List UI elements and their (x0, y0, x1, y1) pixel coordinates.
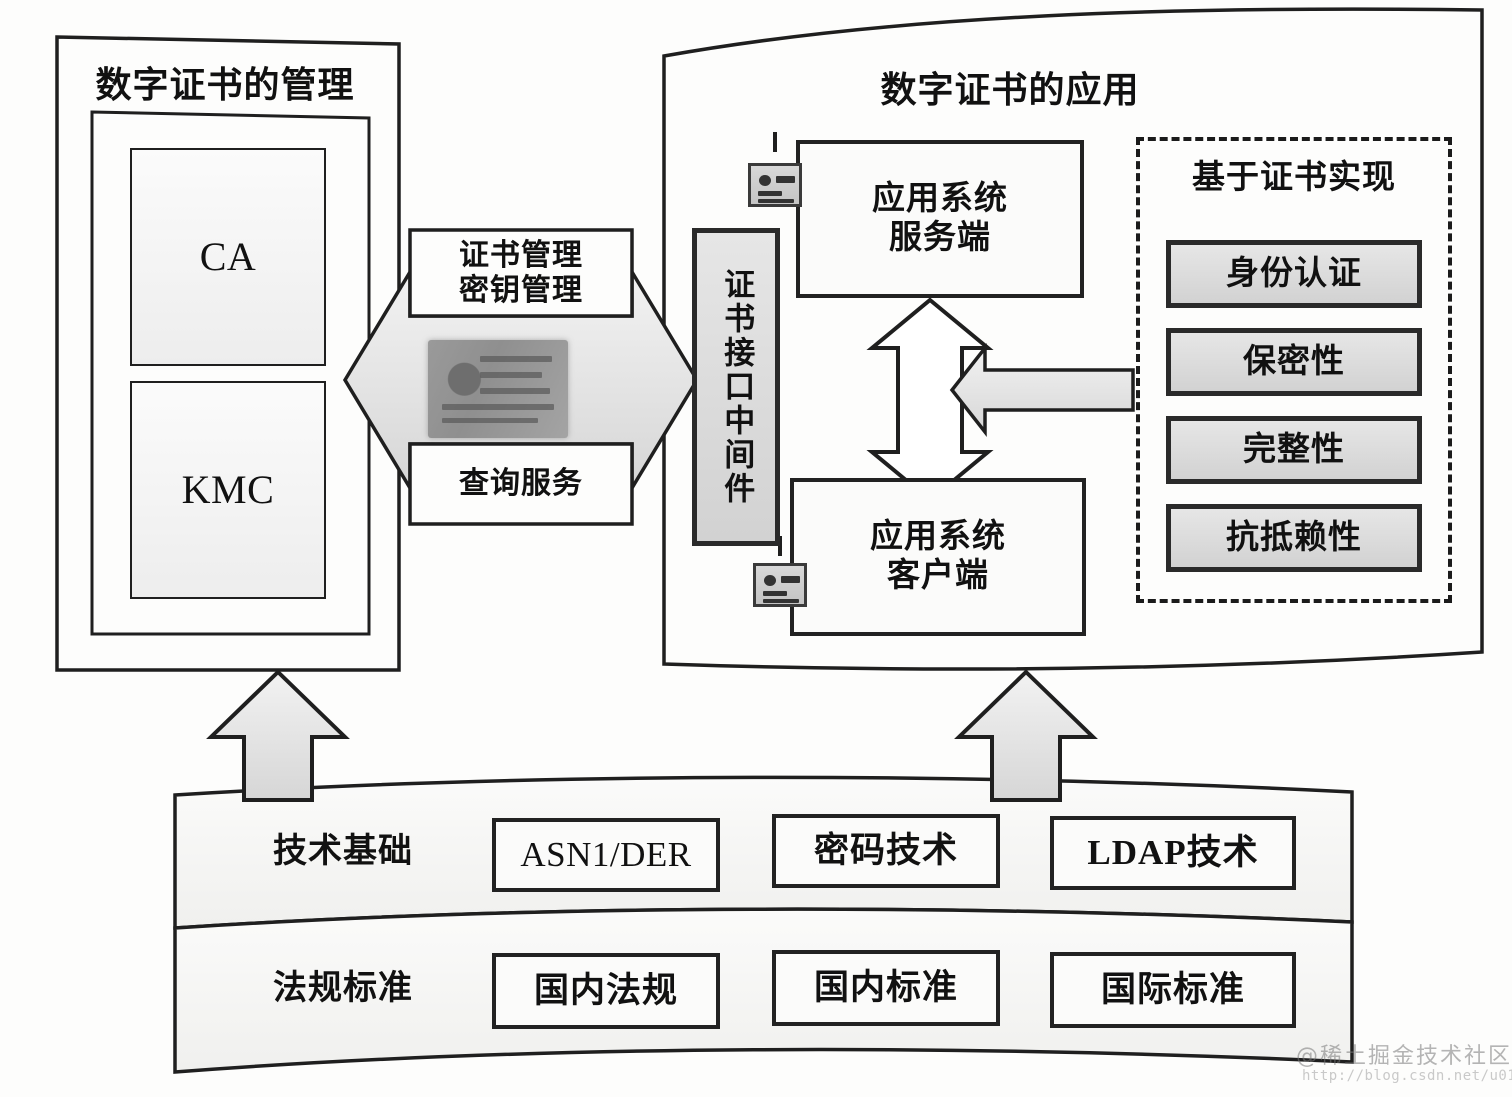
server-certificate-icon (748, 163, 802, 207)
application-client-box: 应用系统 客户端 (790, 478, 1086, 636)
foundation-row-1-item-1: 国内标准 (772, 950, 1000, 1026)
id-certificate-photo (428, 340, 568, 438)
foundation-row-0-item-0-label: ASN1/DER (520, 835, 692, 875)
foundation-row-0-item-0: ASN1/DER (492, 818, 720, 892)
application-client-label: 应用系统 客户端 (870, 519, 1006, 594)
foundation-row-1-item-0-label: 国内法规 (533, 971, 678, 1011)
capabilities-feed-arrow (949, 342, 1135, 438)
middleware-label: 证书接口中间件 (719, 268, 755, 506)
foundation-row-1-item-0: 国内法规 (492, 953, 720, 1029)
capability-item-1-label: 保密性 (1243, 343, 1345, 380)
foundation-row-0-item-2-label: LDAP技术 (1087, 833, 1259, 873)
support-arrow-right (954, 669, 1098, 802)
foundation-row-1-item-2-label: 国际标准 (1100, 970, 1245, 1010)
capability-item-2-label: 完整性 (1243, 431, 1345, 468)
foundation-row-1-item-2: 国际标准 (1050, 952, 1296, 1028)
foundation-row-0-item-2: LDAP技术 (1050, 816, 1296, 890)
exchange-bottom-label-plate (408, 442, 634, 526)
capability-item-3-label: 抗抵赖性 (1226, 519, 1362, 556)
application-server-box: 应用系统 服务端 (796, 140, 1084, 298)
middleware-box: 证书接口中间件 (692, 228, 780, 546)
foundation-row-1-item-1-label: 国内标准 (813, 968, 958, 1008)
exchange-top-label-plate (408, 228, 634, 318)
capabilities-dashed-box (1136, 137, 1452, 603)
capability-item-2: 完整性 (1166, 416, 1422, 484)
capability-item-0: 身份认证 (1166, 240, 1422, 308)
client-certificate-icon (753, 563, 807, 607)
foundation-row-0-item-1: 密码技术 (772, 814, 1000, 888)
application-server-label: 应用系统 服务端 (872, 181, 1008, 256)
support-arrow-left (206, 669, 350, 802)
left-panel-item-ca-box (130, 148, 326, 366)
left-panel-item-kmc-box (130, 381, 326, 599)
capability-item-1: 保密性 (1166, 328, 1422, 396)
capability-item-0-label: 身份认证 (1226, 255, 1362, 292)
foundation-standards-band (173, 907, 1354, 1074)
foundation-row-0-item-1-label: 密码技术 (813, 831, 958, 871)
capability-item-3: 抗抵赖性 (1166, 504, 1422, 572)
